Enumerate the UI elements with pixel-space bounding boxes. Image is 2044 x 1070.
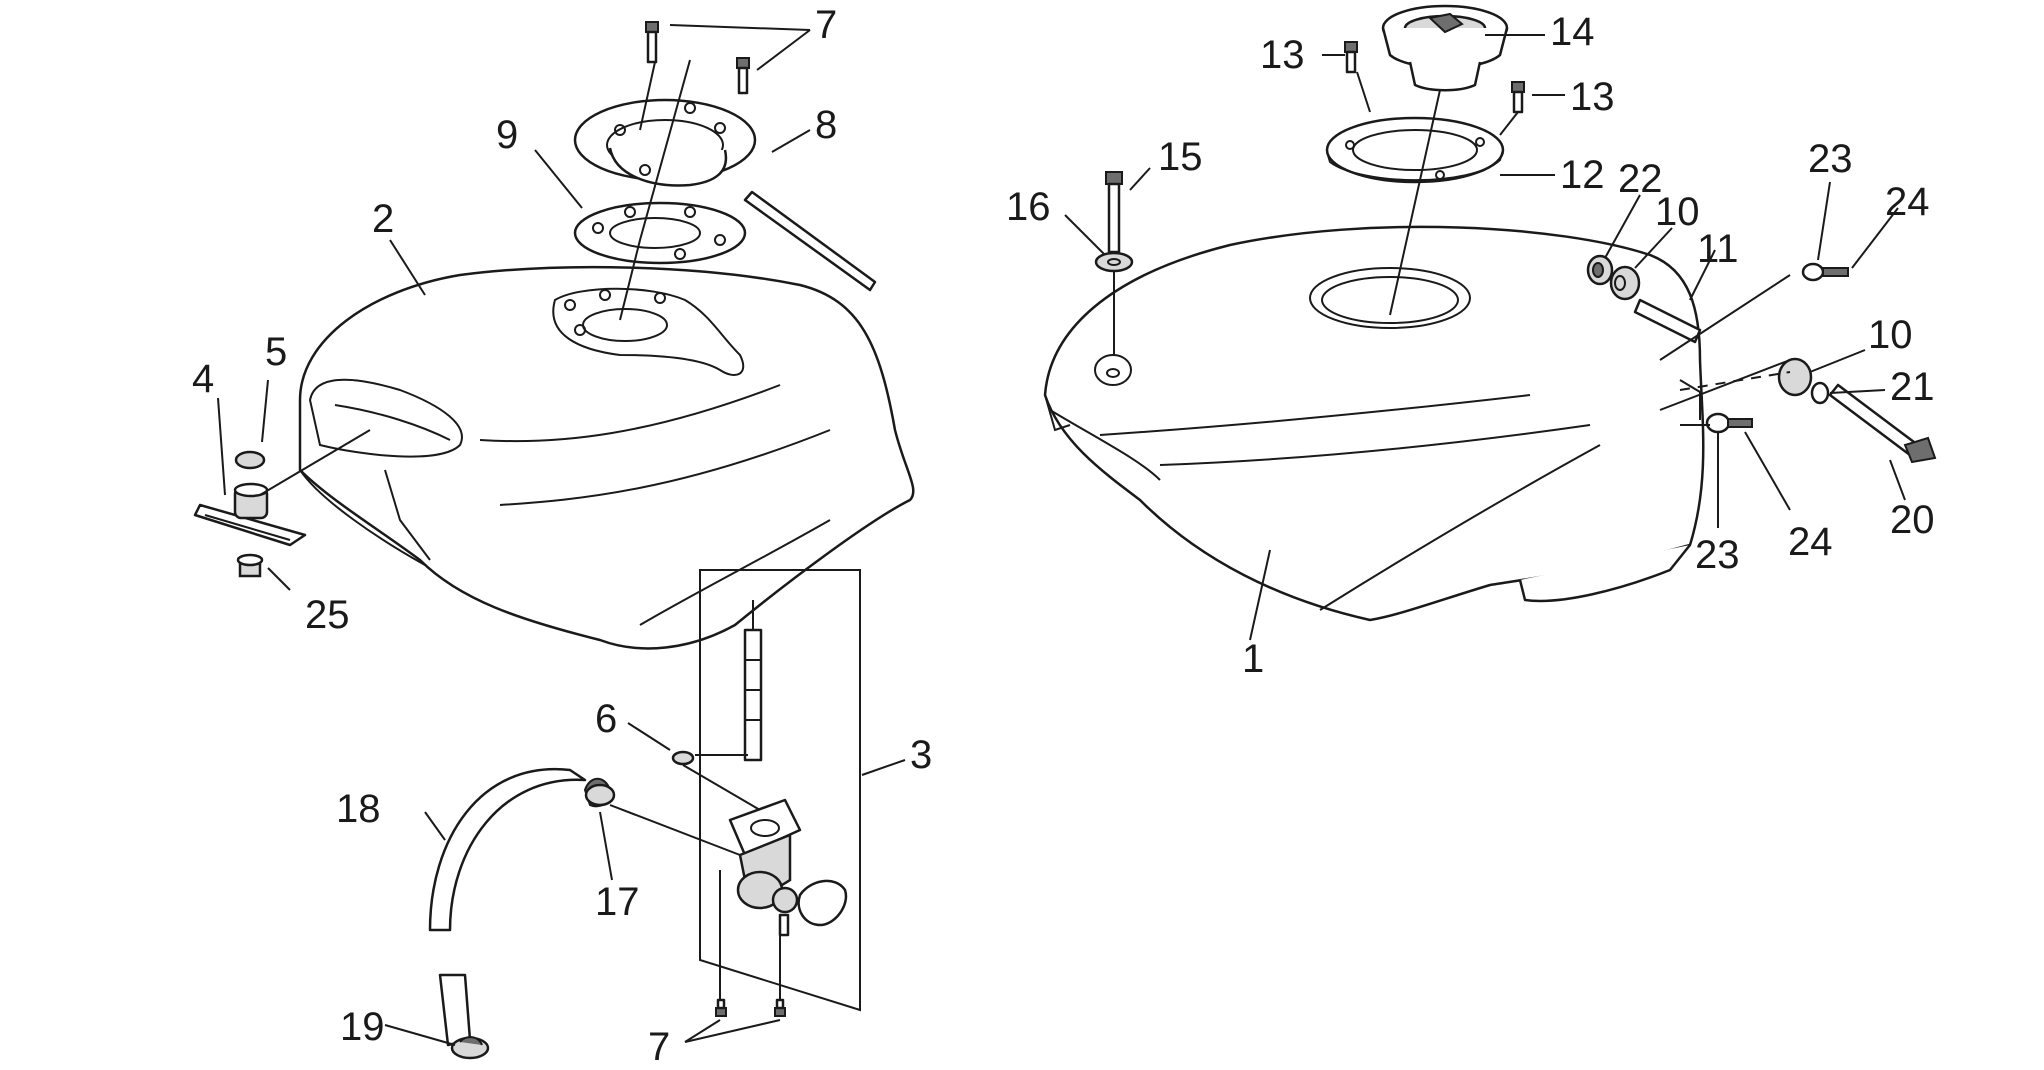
callout-11: 11: [1697, 227, 1739, 271]
left-fuel-tank: [298, 265, 915, 650]
callout-20: 20: [1890, 498, 1935, 542]
callout-7-bottom: 7: [648, 1025, 670, 1069]
callout-25: 25: [305, 593, 350, 637]
filler-gasket: [573, 201, 747, 265]
cap-screw-right: [1511, 81, 1525, 114]
flange-screw-top-right: [736, 57, 750, 95]
right-tank-filler-opening: [1309, 267, 1471, 329]
vent-hose: [743, 190, 877, 292]
rear-mount-hardware: [1586, 254, 1937, 464]
callout-6: 6: [595, 697, 617, 741]
callout-19: 19: [340, 1005, 385, 1049]
callout-12: 12: [1560, 153, 1605, 197]
callout-24-bottom: 24: [1788, 520, 1833, 564]
rubber-mount-assembly: [193, 429, 371, 578]
callout-21: 21: [1890, 365, 1935, 409]
left-tank-filler-opening: [552, 287, 745, 376]
flange-screw-top-left: [645, 21, 659, 64]
callout-14: 14: [1550, 10, 1595, 54]
callout-4: 4: [192, 357, 214, 401]
filler-cap: [1381, 4, 1509, 92]
callout-15: 15: [1158, 135, 1203, 179]
callout-13-left: 13: [1260, 33, 1305, 77]
mount-bolt-assembly: [1094, 171, 1134, 355]
callout-13-right: 13: [1570, 75, 1615, 119]
filler-mounting-ring: [1325, 116, 1505, 184]
fuel-hose: [428, 767, 616, 1060]
callout-5: 5: [265, 330, 287, 374]
callout-10-top: 10: [1655, 190, 1700, 234]
left-tank-side-scoop: [308, 378, 463, 458]
callout-18: 18: [336, 787, 381, 831]
filler-flange: [573, 98, 757, 187]
callout-16: 16: [1006, 185, 1051, 229]
callout-9: 9: [496, 113, 518, 157]
callout-1: 1: [1242, 637, 1264, 681]
callout-23-top: 23: [1808, 137, 1853, 181]
callout-17: 17: [595, 880, 640, 924]
callout-10-lower: 10: [1868, 313, 1913, 357]
callout-8: 8: [815, 103, 837, 147]
callout-3: 3: [910, 733, 932, 777]
callout-labels: 1 2 3 4 5 6 7 7 8 9 10 10 11 12 13 13 14…: [192, 3, 1935, 1069]
right-fuel-tank: [1043, 225, 1705, 622]
callout-24-top: 24: [1885, 180, 1930, 224]
left-fuel-tank-assembly: [193, 21, 915, 1060]
right-fuel-tank-assembly: [1043, 4, 1937, 641]
cap-screw-left: [1344, 41, 1358, 74]
fuel-tap-assembly: [609, 569, 861, 1017]
callout-23-bottom: 23: [1695, 533, 1740, 577]
callout-2: 2: [372, 197, 394, 241]
callout-22: 22: [1618, 157, 1663, 201]
callout-7-top: 7: [815, 3, 837, 47]
